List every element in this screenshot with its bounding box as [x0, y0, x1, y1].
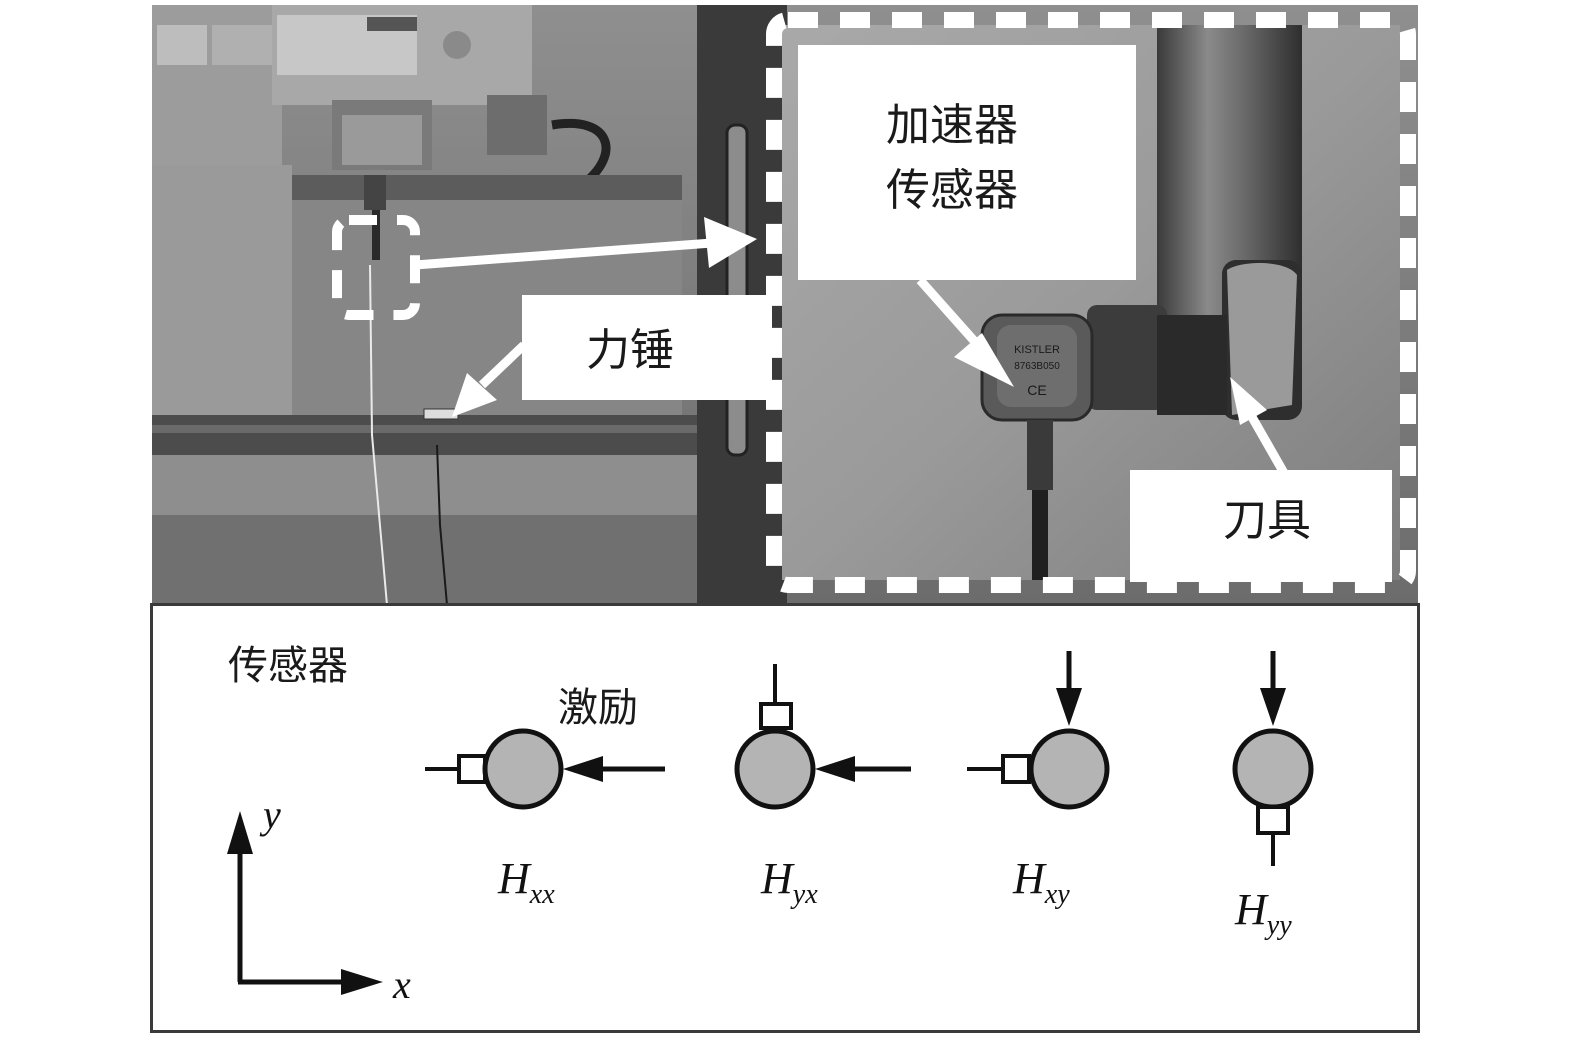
sensor-block — [1001, 754, 1031, 784]
frf-label-hyx: Hyx — [760, 854, 818, 910]
hammer-pointer — [478, 341, 528, 389]
tool-callout-box — [1130, 470, 1392, 582]
y-axis-arrow — [227, 811, 253, 854]
frf-label-hxy: Hxy — [1012, 854, 1070, 910]
frf-hyy-schematic: Hyy — [1232, 651, 1314, 941]
frf-diagram: 传感器 激励 y x Hxx Hyx — [227, 643, 1314, 1007]
sensor-block — [759, 702, 793, 730]
accelerometer-pointer — [916, 277, 988, 355]
tool-cross-section — [1028, 728, 1110, 810]
x-axis-label: x — [392, 962, 411, 1007]
sensor-legend-label: 传感器 — [228, 643, 348, 689]
frf-diagram-panel: 传感器 激励 y x Hxx Hyx — [150, 603, 1420, 1033]
hammer-label: 力锤 — [586, 325, 674, 376]
tool-pointer — [1248, 414, 1288, 476]
frf-label-hyy: Hyy — [1234, 885, 1292, 941]
tool-cross-section — [1232, 728, 1314, 810]
tool-cross-section — [734, 728, 816, 810]
frf-hyx-schematic: Hyx — [734, 664, 911, 910]
sensor-block — [1256, 805, 1290, 835]
hammer-cable — [436, 444, 448, 605]
hammer-callout-box — [522, 295, 772, 400]
accelerometer-callout-box — [798, 45, 1136, 280]
excitation-legend-label: 激励 — [558, 685, 638, 731]
frf-hxx-schematic: Hxx — [425, 728, 665, 910]
tool-highlight-box — [332, 215, 420, 320]
machine-table — [152, 415, 697, 455]
accelerometer-label-line1: 加速器 — [886, 100, 1018, 151]
sensor-marking-ce: CE — [1027, 382, 1046, 398]
accelerometer-label-line2: 传感器 — [886, 165, 1018, 216]
sensor-block — [457, 754, 487, 784]
photo-panel: KISTLER 8763B050 CE 加速器 传感器 刀具 力锤 — [152, 5, 1418, 605]
zoom-arrow — [414, 238, 713, 270]
frf-hxy-schematic: Hxy — [967, 651, 1110, 910]
sensor-marking-model: 8763B050 — [1014, 361, 1060, 372]
tool-cross-section — [482, 728, 564, 810]
y-axis-label: y — [259, 792, 281, 837]
inset-border — [766, 12, 1416, 593]
machine-photo: KISTLER 8763B050 CE 加速器 传感器 刀具 力锤 — [152, 5, 1418, 605]
frf-label-hxx: Hxx — [497, 854, 555, 910]
x-axis-arrow — [341, 969, 383, 995]
accelerometer-cable — [369, 264, 388, 605]
tool-label: 刀具 — [1223, 495, 1311, 546]
coordinate-axes: y x — [227, 792, 411, 1007]
sensor-marking-brand: KISTLER — [1014, 344, 1060, 356]
